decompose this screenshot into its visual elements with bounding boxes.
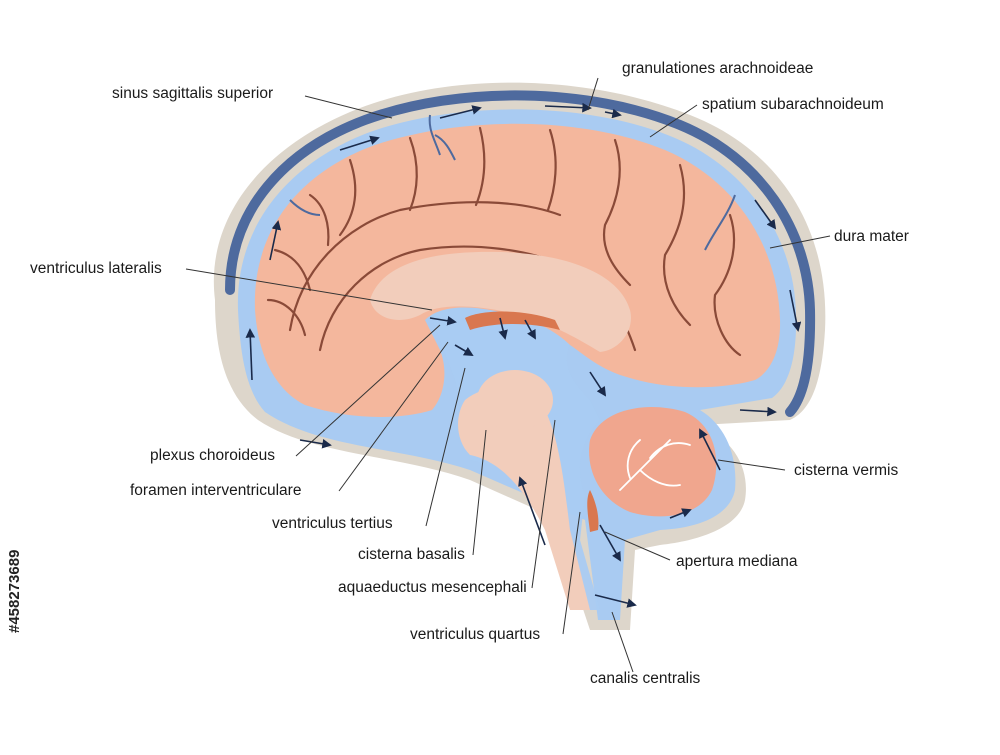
cortical-veins	[289, 114, 736, 251]
label-spatium-subarachnoideum: spatium subarachnoideum	[702, 96, 884, 113]
choroid-plexus	[465, 311, 560, 330]
label-cisterna-vermis: cisterna vermis	[794, 462, 899, 479]
csf-flow-arrows	[245, 102, 802, 608]
label-apertura-mediana: apertura mediana	[676, 553, 798, 570]
choroid-plexus-lower	[587, 490, 599, 532]
sinus-band	[225, 90, 816, 417]
brainstem	[458, 387, 590, 610]
leader-lines	[185, 77, 831, 673]
label-ventriculus-lateralis: ventriculus lateralis	[30, 260, 162, 277]
stock-id-text: #458273689	[6, 549, 23, 633]
cerebellum-arbor	[619, 439, 691, 491]
label-aquaeductus-mesencephali: aquaeductus mesencephali	[338, 579, 527, 596]
label-plexus-choroideus: plexus choroideus	[150, 447, 275, 464]
label-canalis-centralis: canalis centralis	[590, 670, 701, 687]
label-foramen-interventriculare: foramen interventriculare	[130, 482, 302, 499]
label-granulationes-arachnoideae: granulationes arachnoideae	[622, 60, 814, 77]
corpus-callosum	[370, 251, 631, 352]
sulci	[266, 126, 742, 357]
label-sinus-sagittalis-superior: sinus sagittalis superior	[112, 85, 274, 102]
thalamus	[477, 370, 553, 430]
label-dura-mater: dura mater	[834, 228, 909, 245]
label-ventriculus-tertius: ventriculus tertius	[272, 515, 393, 532]
stock-id-watermark: #458273689	[4, 515, 30, 635]
label-ventriculus-quartus: ventriculus quartus	[410, 626, 541, 643]
label-cisterna-basalis: cisterna basalis	[358, 546, 465, 563]
